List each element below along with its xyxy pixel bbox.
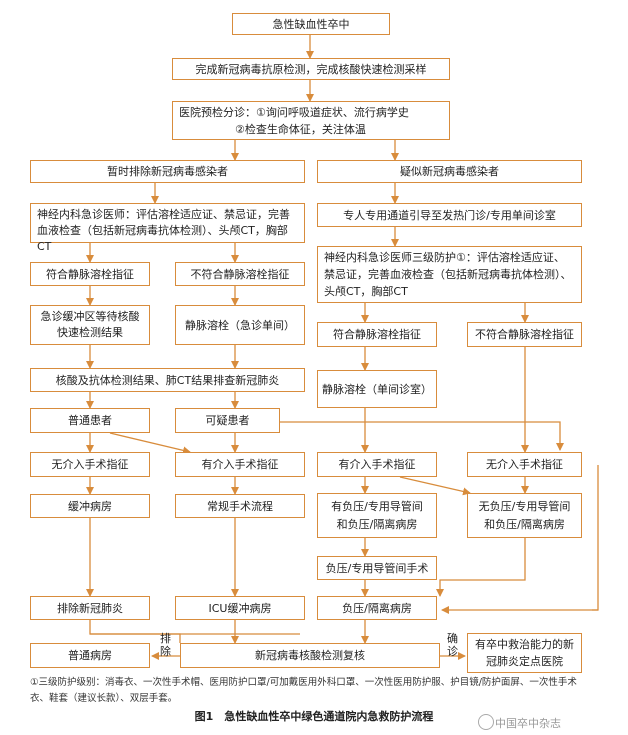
node-dedicated-channel: 专人专用通道引导至发热门诊/专用单间诊室: [317, 203, 582, 227]
node-right-unfit-iv: 不符合静脉溶栓指征: [467, 322, 582, 347]
node-neg-pressure-cath: 有负压/专用导管间和负压/隔离病房: [317, 493, 437, 538]
node-buffer-ward: 缓冲病房: [30, 494, 150, 518]
node-triage: 医院预检分诊：①询问呼吸道症状、流行病学史 ②检查生命体征，关注体温: [172, 101, 450, 140]
triage-line-1: 医院预检分诊：①询问呼吸道症状、流行病学史: [179, 106, 409, 119]
node-intervention-left: 有介入手术指征: [175, 452, 305, 477]
node-designated-hospital: 有卒中救治能力的新冠肺炎定点医院: [467, 633, 582, 673]
figure-caption: 图1 急性缺血性卒中绿色通道院内急救防护流程: [194, 710, 434, 723]
footnote: ①三级防护级别：消毒衣、一次性手术帽、医用防护口罩/可加戴医用外科口罩、一次性医…: [30, 677, 577, 704]
node-left-fit-iv: 符合静脉溶栓指征: [30, 262, 150, 286]
node-left-unfit-iv: 不符合静脉溶栓指征: [175, 262, 305, 286]
node-no-neg-pressure-cath: 无负压/专用导管间和负压/隔离病房: [467, 493, 582, 538]
node-exclude-pneumonia: 核酸及抗体检测结果、肺CT结果排查新冠肺炎: [30, 368, 305, 392]
node-neuro-eval: 神经内科急诊医师：评估溶栓适应证、禁忌证，完善血液检查（包括新冠病毒抗体检测）、…: [30, 203, 305, 253]
node-neg-cath-surgery: 负压/专用导管间手术: [317, 556, 437, 580]
node-exclude-covid: 排除新冠肺炎: [30, 596, 150, 620]
label-exclude: 排除: [160, 632, 171, 658]
node-iv-er-single: 静脉溶栓（急诊单间）: [175, 305, 305, 345]
node-general-ward: 普通病房: [30, 643, 150, 668]
node-iv-single-room: 静脉溶栓（单间诊室）: [317, 370, 437, 408]
node-nucleic-recheck: 新冠病毒核酸检测复核: [180, 643, 440, 668]
node-neuro-eval-level3: 神经内科急诊医师三级防护①：评估溶栓适应证、禁忌证，完善血液检查（包括新冠病毒抗…: [317, 246, 582, 303]
node-no-intervention-left: 无介入手术指征: [30, 452, 150, 477]
node-suspect-patient: 可疑患者: [175, 408, 280, 433]
watermark: 中国卒中杂志: [495, 717, 561, 730]
node-right-fit-iv: 符合静脉溶栓指征: [317, 322, 437, 347]
node-neg-ward: 负压/隔离病房: [317, 596, 437, 620]
wechat-icon: [478, 714, 494, 730]
node-no-intervention-right: 无介入手术指征: [467, 452, 582, 477]
node-buffer-wait: 急诊缓冲区等待核酸快速检测结果: [30, 305, 150, 345]
node-excluded-infection: 暂时排除新冠病毒感染者: [30, 160, 305, 183]
node-acute-stroke: 急性缺血性卒中: [232, 13, 390, 35]
node-antigen-test: 完成新冠病毒抗原检测，完成核酸快速检测采样: [172, 58, 450, 80]
node-suspected-infection: 疑似新冠病毒感染者: [317, 160, 582, 183]
node-normal-patient: 普通患者: [30, 408, 150, 433]
label-confirm: 确诊: [447, 632, 458, 658]
node-intervention-right: 有介入手术指征: [317, 452, 437, 477]
node-icu-buffer: ICU缓冲病房: [175, 596, 305, 620]
node-routine-surgery: 常规手术流程: [175, 494, 305, 518]
triage-line-2: ②检查生命体征，关注体温: [235, 123, 366, 136]
